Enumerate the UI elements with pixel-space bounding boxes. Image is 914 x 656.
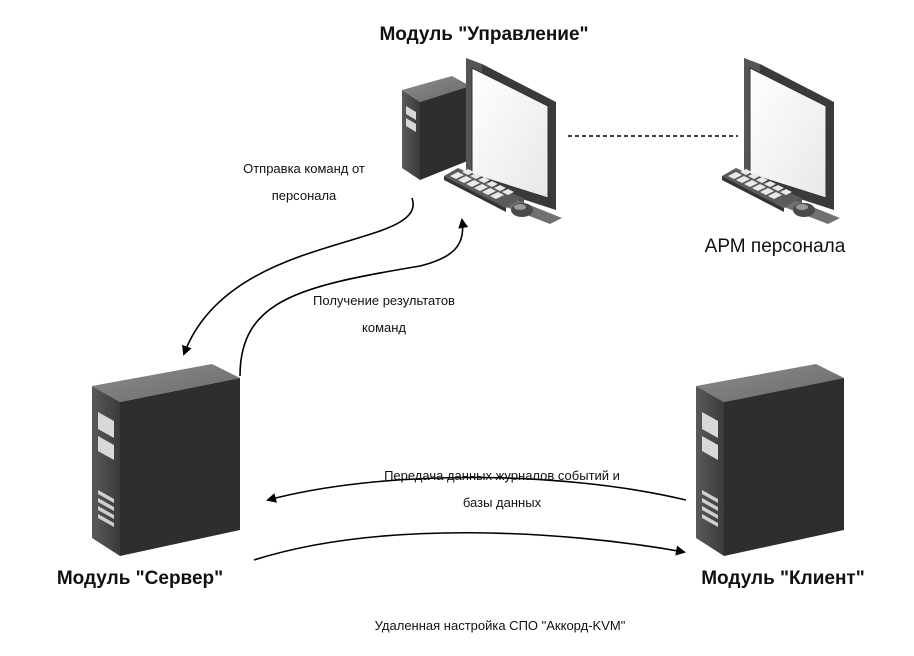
transfer-logs-caption-2: базы данных (463, 495, 542, 510)
receive-results-arrow (239, 218, 469, 377)
send-commands-caption-1: Отправка команд от (243, 161, 365, 176)
transfer-logs-caption-1: Передача данных журналов событий и (384, 468, 620, 483)
receive-results-caption-2: команд (362, 320, 406, 335)
mouse-icon (793, 203, 815, 217)
receive-results-caption-1: Получение результатов (313, 293, 455, 308)
server-module-title: Модуль "Сервер" (57, 568, 223, 589)
remote-config-caption: Удаленная настройка СПО "Аккорд-KVM" (375, 618, 626, 633)
control-module (402, 57, 563, 225)
control-module-title: Модуль "Управление" (379, 24, 588, 45)
client-module-title: Модуль "Клиент" (701, 568, 865, 589)
server-tower-icon (696, 364, 844, 556)
workstation-label: АРМ персонала (705, 236, 846, 257)
send-commands-arrow (182, 197, 414, 356)
transfer-logs-arrow (266, 476, 687, 503)
tower-pc-icon (402, 76, 470, 180)
server-tower-icon (92, 364, 240, 556)
send-commands-caption-2: персонала (272, 188, 337, 203)
remote-config-arrow (253, 531, 686, 561)
workstation (722, 57, 841, 225)
mouse-icon (511, 203, 533, 217)
